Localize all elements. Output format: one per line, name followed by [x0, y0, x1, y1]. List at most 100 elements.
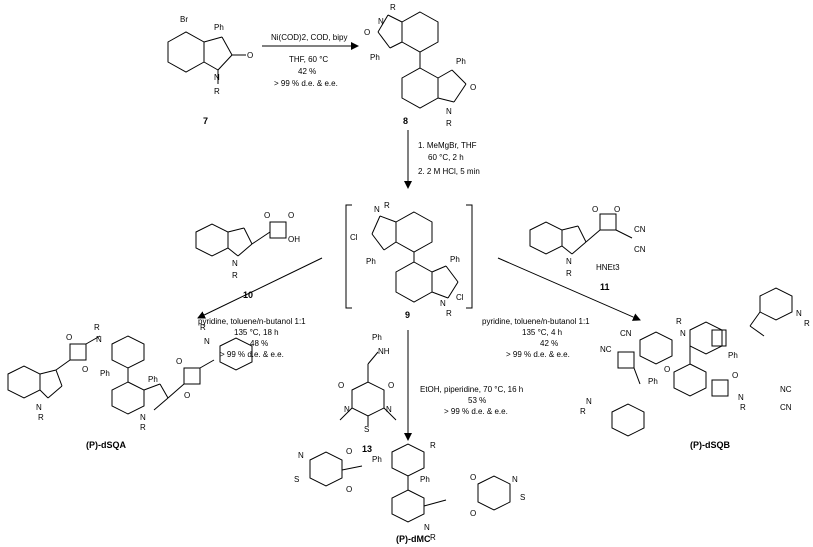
atom-cn: CN [634, 245, 646, 254]
atom-n: N [298, 451, 304, 460]
step2-reagents: 1. MeMgBr, THF [418, 141, 477, 150]
label-8: 8 [403, 116, 408, 126]
atom-n: N [204, 337, 210, 346]
structure-dmc: N S O O Ph Ph R N R O O N S (P)-dMC [294, 441, 525, 544]
atom-o: O [470, 473, 476, 482]
atom-r: R [676, 317, 682, 326]
atom-ph: Ph [366, 257, 376, 266]
atom-br: Br [180, 15, 188, 24]
atom-r: R [804, 319, 810, 328]
atom-hnet3: HNEt3 [596, 263, 620, 272]
atom-o: O [470, 509, 476, 518]
atom-ph: Ph [370, 53, 380, 62]
atom-ph: Ph [728, 351, 738, 360]
atom-r: R [38, 413, 44, 422]
atom-o: O [176, 357, 182, 366]
atom-cl: Cl [456, 293, 464, 302]
label-dmc: (P)-dMC [396, 534, 431, 544]
structure-11: O O CN CN N R HNEt3 11 [529, 205, 646, 292]
atom-s: S [364, 425, 369, 434]
atom-r: R [446, 119, 452, 128]
stepA-yield: 48 % [250, 339, 268, 348]
atom-nc: NC [600, 345, 612, 354]
stepC-yield: 53 % [468, 396, 486, 405]
atom-cl: Cl [350, 233, 358, 242]
stepC-selectivity: > 99 % d.e. & e.e. [444, 407, 508, 416]
stepB-reagents: pyridine, toluene/n-butanol 1:1 [482, 317, 590, 326]
label-10: 10 [243, 290, 253, 300]
step1-selectivity: > 99 % d.e. & e.e. [274, 79, 338, 88]
stepA-reagents: pyridine, toluene/n-butanol 1:1 [198, 317, 306, 326]
step2-acid: 2. 2 M HCl, 5 min [418, 167, 480, 176]
atom-r: R [430, 441, 436, 450]
atom-nc: NC [780, 385, 792, 394]
structure-10: O O OH N R 10 [195, 211, 300, 300]
atom-n: N [36, 403, 42, 412]
stepB-conditions: pyridine, toluene/n-butanol 1:1 135 °C, … [482, 257, 641, 359]
atom-n: N [680, 329, 686, 338]
atom-r: R [384, 201, 390, 210]
atom-r: R [566, 269, 572, 278]
atom-cn: CN [620, 329, 632, 338]
atom-n: N [232, 259, 238, 268]
atom-ph: Ph [420, 475, 430, 484]
atom-r: R [232, 271, 238, 280]
atom-o: O [346, 447, 352, 456]
structure-dsqa: N R O O R N Ph Ph N R O O R N (P)-dSQA [7, 323, 253, 450]
atom-n: N [796, 309, 802, 318]
atom-cn: CN [634, 225, 646, 234]
atom-ph: Ph [456, 57, 466, 66]
atom-oh: OH [288, 235, 300, 244]
atom-r: R [200, 323, 206, 332]
atom-r: R [430, 533, 436, 542]
atom-o: O [264, 211, 270, 220]
stepB-selectivity: > 99 % d.e. & e.e. [506, 350, 570, 359]
step1-yield: 42 % [298, 67, 316, 76]
atom-o: O [338, 381, 344, 390]
atom-ph: Ph [648, 377, 658, 386]
atom-n: N [378, 17, 384, 26]
atom-ph: Ph [372, 455, 382, 464]
stepA-conditions: pyridine, toluene/n-butanol 1:1 135 °C, … [197, 257, 323, 359]
atom-o: O [346, 485, 352, 494]
atom-o: O [82, 365, 88, 374]
atom-o: O [184, 391, 190, 400]
label-9: 9 [405, 310, 410, 320]
atom-o: O [388, 381, 394, 390]
label-11: 11 [600, 282, 610, 292]
label-dsqa: (P)-dSQA [86, 440, 126, 450]
atom-s: S [294, 475, 299, 484]
atom-o: O [66, 333, 72, 342]
atom-o: O [614, 205, 620, 214]
label-13: 13 [362, 444, 372, 454]
step1-solvent: THF, 60 °C [289, 55, 328, 64]
structure-dsqb: N R CN NC R N O Ph Ph O N R NC CN N R (P… [580, 287, 810, 450]
stepB-yield: 42 % [540, 339, 558, 348]
stepB-temp: 135 °C, 4 h [522, 328, 562, 337]
atom-o: O [288, 211, 294, 220]
atom-o: O [592, 205, 598, 214]
atom-o: O [364, 28, 370, 37]
atom-o: O [470, 83, 476, 92]
atom-n: N [566, 257, 572, 266]
atom-ph: Ph [214, 23, 224, 32]
atom-r: R [580, 407, 586, 416]
atom-n: N [344, 405, 350, 414]
atom-n: N [446, 107, 452, 116]
stepA-temp: 135 °C, 18 h [234, 328, 279, 337]
atom-n: N [512, 475, 518, 484]
atom-r: R [214, 87, 220, 96]
structure-9: R N Cl Ph Ph N R Cl 9 [345, 201, 473, 320]
atom-ph: Ph [450, 255, 460, 264]
step1-reagents: Ni(COD)2, COD, bipy [271, 33, 347, 42]
atom-ph: Ph [148, 375, 158, 384]
atom-o: O [247, 51, 253, 60]
atom-n: N [738, 393, 744, 402]
atom-n: N [386, 405, 392, 414]
atom-r: R [94, 323, 100, 332]
label-dsqb: (P)-dSQB [690, 440, 730, 450]
structure-7: Br Ph O N R 7 [167, 15, 253, 126]
atom-r: R [390, 3, 396, 12]
atom-nh: NH [378, 347, 390, 356]
